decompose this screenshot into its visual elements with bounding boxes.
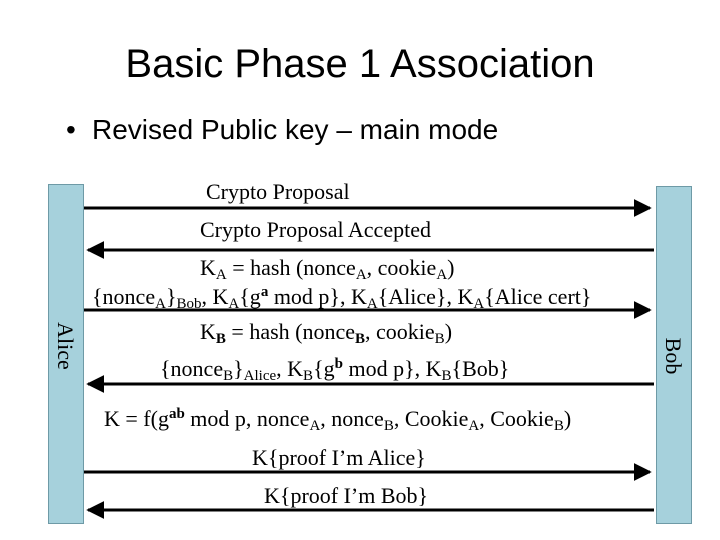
bullet-text: Revised Public key – main mode (92, 114, 499, 145)
session-key-derivation: K = f(gab mod p, nonceA, nonceB, CookieA… (104, 406, 572, 434)
slide-title: Basic Phase 1 Association (125, 42, 595, 86)
bullet-marker: • (66, 114, 76, 145)
message-proof-bob: K{proof I’m Bob} (264, 483, 429, 508)
message-crypto-proposal: Crypto Proposal (206, 179, 350, 204)
message-crypto-proposal-accepted: Crypto Proposal Accepted (200, 217, 431, 242)
alice-lifeline-bar (48, 184, 84, 524)
message-proof-alice: K{proof I’m Alice} (252, 445, 426, 470)
bullet-item: • Revised Public key – main mode (66, 114, 498, 146)
message-bob-payload: {nonceB}Alice, KB{gb mod p}, KB{Bob} (160, 356, 510, 384)
message-alice-hash: KA = hash (nonceA, cookieA) (200, 255, 455, 284)
bob-lifeline-bar (656, 186, 692, 524)
message-alice-payload: {nonceA}Bob, KA{ga mod p}, KA{Alice}, KA… (92, 284, 592, 312)
message-bob-hash: KB = hash (nonceB, cookieB) (200, 319, 453, 348)
